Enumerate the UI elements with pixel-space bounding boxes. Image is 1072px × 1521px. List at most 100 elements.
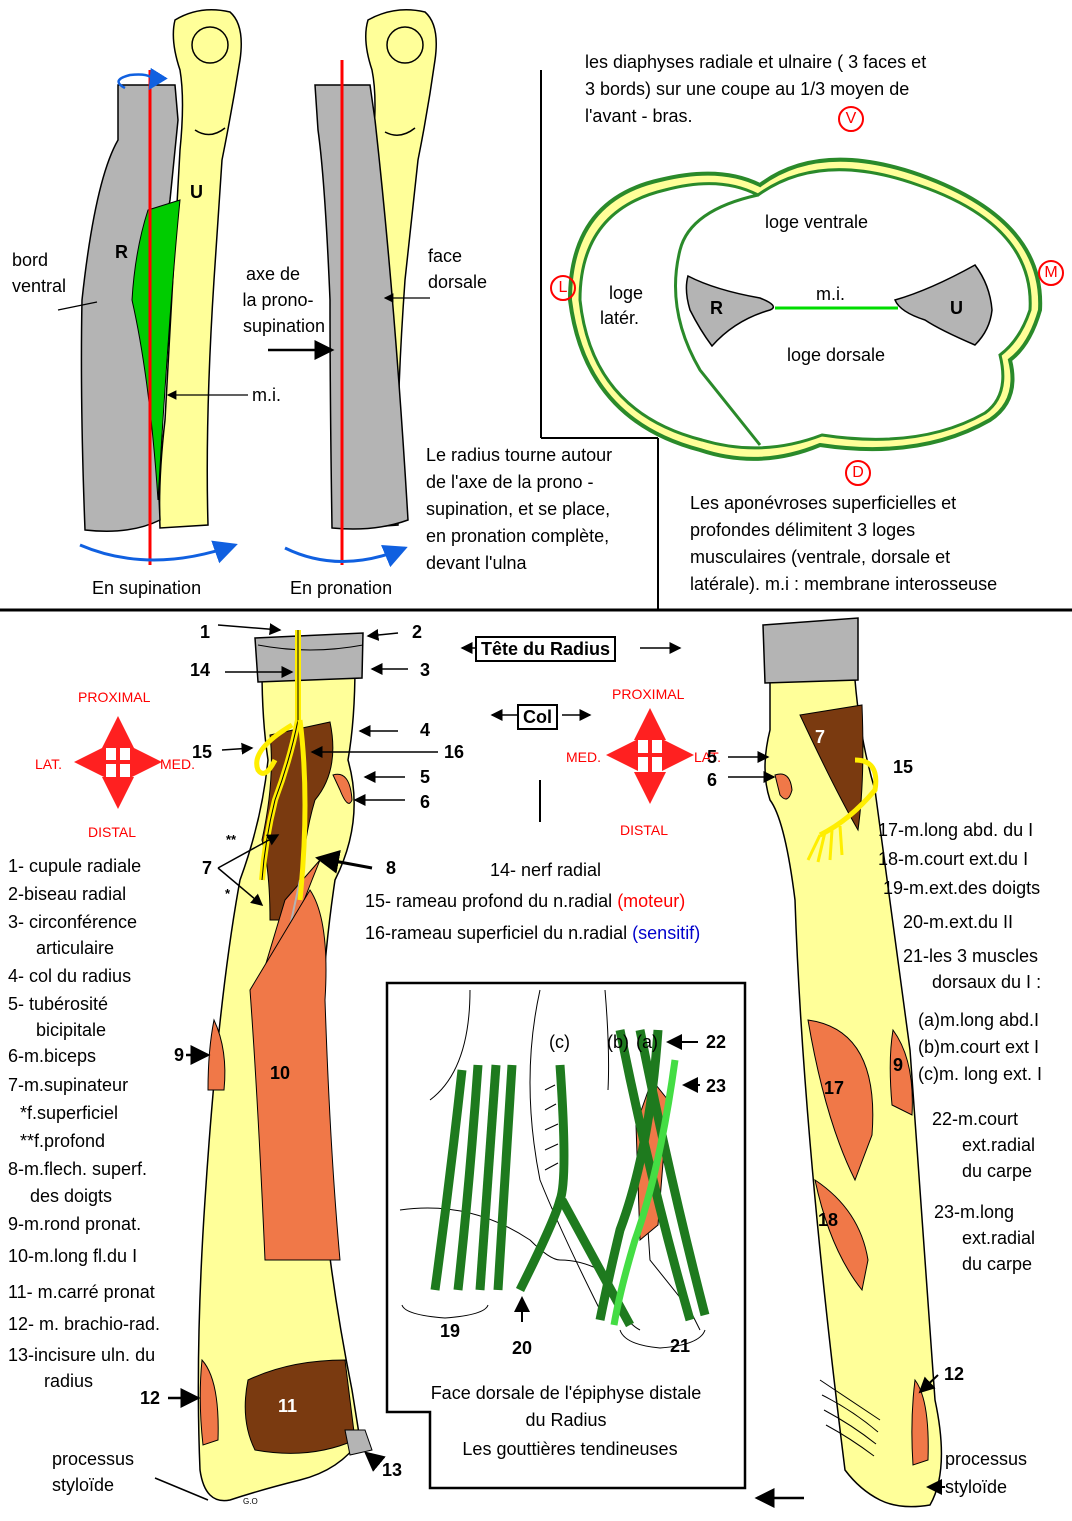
label-radius-sup: R	[115, 242, 128, 263]
note-rotation-1: Le radius tourne autour	[426, 443, 612, 467]
label-axe-2: la prono-	[238, 288, 318, 312]
proc-left-1: processus	[52, 1447, 134, 1471]
label-loge-ventrale: loge ventrale	[765, 210, 868, 234]
label-face-dorsale-1: face	[428, 244, 462, 268]
inset-caption-3: Les gouttières tendineuses	[430, 1437, 710, 1461]
legend-left-8: 6-m.biceps	[8, 1044, 96, 1068]
legend-left-14: 9-m.rond pronat.	[8, 1212, 141, 1236]
legend-left-15: 10-m.long fl.du I	[8, 1244, 137, 1268]
dir-proximal-left: PROXIMAL	[78, 685, 150, 709]
rotation-arrow-bottom	[80, 545, 235, 560]
note-fascia-4: latérale). m.i : membrane interosseuse	[690, 572, 997, 596]
note-fascia-2: profondes délimitent 3 loges	[690, 518, 915, 542]
forearm-supination	[58, 10, 248, 565]
label-u-section: U	[950, 298, 963, 319]
num-19: 19	[440, 1321, 460, 1341]
num-21: 21	[670, 1336, 690, 1356]
num-9-left: 9	[174, 1045, 184, 1065]
marker-lateral: L	[550, 275, 576, 301]
legend-right-12: du carpe	[962, 1159, 1032, 1183]
legend-right-3: 19-m.ext.des doigts	[883, 876, 1040, 900]
legend-left-7: bicipitale	[36, 1018, 106, 1042]
num-7-right: 7	[815, 727, 825, 747]
label-mi-sup: m.i.	[252, 383, 281, 407]
legend-14: 14- nerf radial	[490, 858, 601, 882]
section-intro-1: les diaphyses radiale et ulnaire ( 3 fac…	[585, 50, 926, 74]
label-loge-dorsale: loge dorsale	[787, 343, 885, 367]
legend-right-1: 17-m.long abd. du I	[878, 818, 1033, 842]
rotation-arrow-pro	[285, 548, 405, 562]
legend-left-18: 13-incisure uln. du	[8, 1343, 155, 1367]
marker-dorsal: D	[845, 460, 871, 486]
dir-lat-left: LAT.	[35, 752, 62, 776]
num-16: 16	[444, 742, 464, 762]
legend-left-11: **f.profond	[20, 1129, 105, 1153]
label-bord-ventral-2: ventral	[12, 274, 66, 298]
direction-cross-right	[610, 712, 690, 800]
legend-right-4: 20-m.ext.du II	[903, 910, 1013, 934]
num-18: 18	[818, 1210, 838, 1230]
legend-16-note: (sensitif)	[632, 923, 700, 943]
label-tete-radius: Tête du Radius	[475, 636, 616, 662]
label-loge-lat-1: loge	[609, 281, 643, 305]
num-5-left: 5	[420, 767, 430, 787]
section-intro-3: l'avant - bras.	[585, 104, 692, 128]
num-3: 3	[420, 660, 430, 680]
legend-right-10: 22-m.court	[932, 1107, 1018, 1131]
num-13: 13	[382, 1460, 402, 1480]
num-14: 14	[190, 660, 210, 680]
num-7: 7	[202, 858, 212, 878]
legend-left-13: des doigts	[30, 1184, 112, 1208]
radius-posterior	[763, 618, 941, 1507]
num-12-right: 12	[944, 1364, 964, 1384]
legend-left-19: radius	[44, 1369, 93, 1393]
marker-ventral: V	[838, 106, 864, 132]
legend-left-9: 7-m.supinateur	[8, 1073, 128, 1097]
num-20: 20	[512, 1338, 532, 1358]
num-22: 22	[706, 1032, 726, 1052]
num-1: 1	[200, 622, 210, 642]
legend-left-10: *f.superficiel	[20, 1101, 118, 1125]
note-fascia-1: Les aponévroses superficielles et	[690, 491, 956, 515]
cross-section	[570, 160, 1040, 459]
label-mi-section: m.i.	[816, 282, 845, 306]
dir-med-left: MED.	[160, 752, 195, 776]
num-9-right: 9	[893, 1055, 903, 1075]
inset-caption-1: Face dorsale de l'épiphyse distale	[387, 1381, 745, 1405]
legend-right-15: du carpe	[962, 1252, 1032, 1276]
num-5-right: 5	[707, 747, 717, 767]
num-11: 11	[278, 1396, 297, 1416]
proc-left-2: styloïde	[52, 1473, 114, 1497]
num-15-left: 15	[192, 742, 212, 762]
inset-a-top: (a)	[636, 1030, 658, 1054]
label-loge-lat-2: latér.	[600, 306, 639, 330]
proc-right-1: processus	[945, 1447, 1027, 1471]
legend-left-12: 8-m.flech. superf.	[8, 1157, 147, 1181]
legend-right-11: ext.radial	[962, 1133, 1035, 1157]
label-col: Col	[517, 704, 558, 730]
legend-left-5: 4- col du radius	[8, 964, 131, 988]
legend-left-2: 2-biseau radial	[8, 882, 126, 906]
note-rotation-5: devant l'ulna	[426, 551, 527, 575]
label-axe-3: supination	[238, 314, 330, 338]
legend-left-4: articulaire	[36, 936, 114, 960]
inset-b-top: (b)	[607, 1030, 629, 1054]
inset-c-top: (c)	[549, 1030, 570, 1054]
marker-medial: M	[1038, 260, 1064, 286]
label-face-dorsale-2: dorsale	[428, 270, 487, 294]
cupule-anterior	[255, 633, 363, 682]
caption-supination: En supination	[92, 576, 201, 600]
dir-med-right: MED.	[566, 745, 601, 769]
num-10: 10	[270, 1063, 290, 1083]
legend-left-3: 3- circonférence	[8, 910, 137, 934]
legend-15: 15- rameau profond du n.radial (moteur)	[365, 889, 685, 913]
dir-proximal-right: PROXIMAL	[612, 682, 684, 706]
legend-left-16: 11- m.carré pronat	[8, 1280, 155, 1304]
note-rotation-3: supination, et se place,	[426, 497, 610, 521]
note-rotation-2: de l'axe de la prono -	[426, 470, 594, 494]
legend-right-5: 21-les 3 muscles	[903, 944, 1038, 968]
pronator-quadratus	[245, 1360, 355, 1453]
legend-right-7: (a)m.long abd.I	[918, 1008, 1039, 1032]
legend-right-2: 18-m.court ext.du I	[878, 847, 1028, 871]
legend-right-13: 23-m.long	[934, 1200, 1014, 1224]
